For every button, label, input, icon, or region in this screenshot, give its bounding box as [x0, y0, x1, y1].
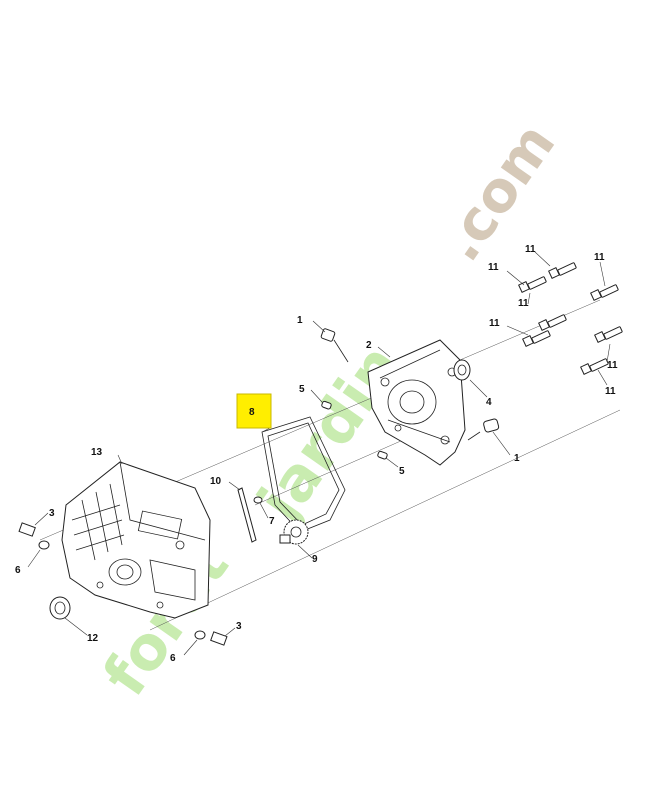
crankcase-cover-part: [367, 339, 466, 466]
callout-5-upper: 5: [299, 384, 305, 395]
watermark: forêt jardin .com: [90, 112, 568, 709]
drain-plug-bottom-part: [194, 630, 228, 646]
bolt-6: [594, 326, 623, 343]
callout-11-b: 11: [518, 298, 529, 309]
bolts-group: [518, 262, 623, 375]
callout-3-left: 3: [49, 508, 55, 519]
callout-12: 12: [87, 633, 99, 644]
callout-5-lower: 5: [399, 466, 405, 477]
callout-7: 7: [269, 516, 275, 527]
crankcase-part: [61, 461, 211, 619]
governor-gear-part: [279, 519, 309, 545]
callout-6-left: 6: [15, 565, 21, 576]
cover-oil-seal-part: [453, 359, 471, 381]
callout-11-g: 11: [605, 386, 616, 397]
bolt-7: [580, 358, 609, 375]
callout-11-d: 11: [594, 252, 605, 263]
callout-6-bottom: 6: [170, 653, 176, 664]
bolt-3: [590, 284, 619, 301]
leader-lines: [27, 251, 611, 656]
callout-11-f: 11: [607, 360, 618, 371]
governor-shaft-part: [237, 487, 257, 543]
bolt-1: [518, 276, 547, 293]
washer-part: [253, 496, 263, 504]
callout-1-upper: 1: [297, 315, 303, 326]
callout-3-bottom: 3: [236, 621, 242, 632]
callout-11-a: 11: [488, 262, 499, 273]
callout-11-e: 11: [489, 318, 500, 329]
callout-9: 9: [312, 554, 318, 565]
gasket-part: [261, 416, 346, 533]
callout-13: 13: [91, 447, 103, 458]
watermark-text-com: .com: [428, 112, 568, 273]
highlight-box: [236, 393, 272, 429]
bolt-5: [522, 330, 551, 347]
callout-10: 10: [210, 476, 222, 487]
callout-4: 4: [486, 397, 492, 408]
callout-labels: 8 13 3 6 12 6 3 10 7 9 5 5 1 2 1 4 11 11…: [15, 244, 618, 664]
dowel-pin-lower-part: [377, 450, 388, 460]
bolt-2: [548, 262, 577, 279]
callout-2: 2: [366, 340, 372, 351]
callout-8: 8: [249, 407, 255, 418]
callout-1-lower: 1: [514, 453, 520, 464]
bolt-4: [538, 314, 567, 331]
callout-11-c: 11: [525, 244, 536, 255]
oil-filler-cap-lower-part: [467, 418, 500, 441]
drain-plug-left-part: [18, 522, 50, 550]
dowel-pin-upper-part: [321, 400, 332, 410]
oil-seal-part: [49, 596, 71, 620]
